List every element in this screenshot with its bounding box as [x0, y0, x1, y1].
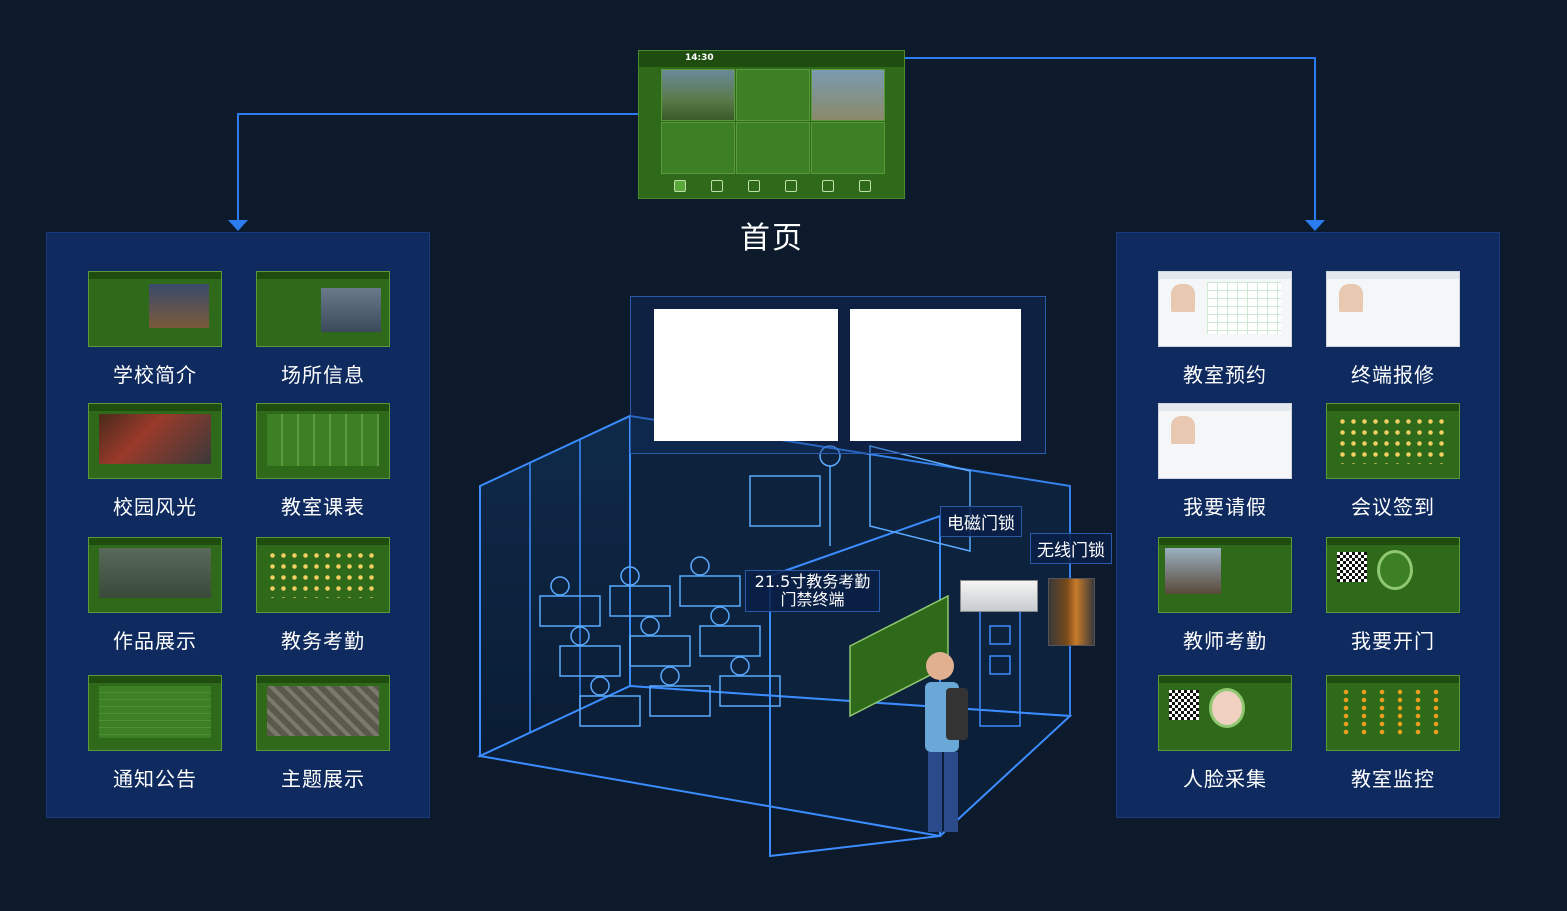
- feature-label: 校园风光: [113, 495, 197, 519]
- feature-label: 主题展示: [281, 767, 365, 791]
- thumb-open-door: [1326, 537, 1460, 613]
- feature-notice[interactable]: 通知公告: [85, 675, 225, 792]
- home-nav-bar: [661, 176, 883, 196]
- terminal-callout: 21.5寸教务考勤门禁终端: [745, 570, 880, 612]
- home-tiles: [661, 69, 885, 174]
- home-status-bar: 14:30: [639, 51, 904, 67]
- home-tile-attendance[interactable]: [811, 122, 885, 174]
- home-icon[interactable]: [673, 180, 686, 192]
- thumb-leave-request: [1158, 403, 1292, 479]
- thumb-meeting-checkin: [1326, 403, 1460, 479]
- thumb-room-monitor: [1326, 675, 1460, 751]
- home-tile-room[interactable]: [736, 69, 810, 121]
- feature-label: 学校简介: [113, 363, 197, 387]
- left-feature-panel: 学校简介 场所信息 校园风光 教室课表 作品展示 教务考勤 通知公告 主题展示: [46, 232, 430, 818]
- right-feature-panel: 教室预约 终端报修 我要请假 会议签到 教师考勤 我要开门 人脸采集 教室监控: [1116, 232, 1500, 818]
- pen-icon[interactable]: [710, 180, 723, 192]
- clock-icon[interactable]: [858, 180, 871, 192]
- feature-label: 场所信息: [281, 363, 365, 387]
- thumb-campus-view: [88, 403, 222, 479]
- electromagnetic-lock-callout: 电磁门锁: [940, 506, 1022, 537]
- classroom-illustration: [476, 414, 1073, 858]
- feature-academic-attendance[interactable]: 教务考勤: [253, 537, 393, 654]
- feature-label: 教室课表: [281, 495, 365, 519]
- thumb-school-intro: [88, 271, 222, 347]
- feature-label: 教室监控: [1351, 767, 1435, 791]
- feature-open-door[interactable]: 我要开门: [1323, 537, 1463, 654]
- thumb-works-display: [88, 537, 222, 613]
- feature-works-display[interactable]: 作品展示: [85, 537, 225, 654]
- feature-venue-info[interactable]: 场所信息: [253, 271, 393, 388]
- thumb-notice: [88, 675, 222, 751]
- home-tile-notice[interactable]: [661, 122, 735, 174]
- feature-label: 终端报修: [1351, 363, 1435, 387]
- feature-label: 作品展示: [113, 629, 197, 653]
- thumb-teacher-attendance: [1158, 537, 1292, 613]
- home-tile-photo[interactable]: [811, 69, 885, 121]
- feature-label: 教务考勤: [281, 629, 365, 653]
- home-tile-course[interactable]: [736, 122, 810, 174]
- feature-theme-display[interactable]: 主题展示: [253, 675, 393, 792]
- feature-label: 人脸采集: [1183, 767, 1267, 791]
- feature-school-intro[interactable]: 学校简介: [85, 271, 225, 388]
- thumb-room-booking: [1158, 271, 1292, 347]
- network-topology-diagram: [654, 309, 838, 441]
- feature-meeting-checkin[interactable]: 会议签到: [1323, 403, 1463, 520]
- feature-terminal-repair[interactable]: 终端报修: [1323, 271, 1463, 388]
- electromagnetic-lock-image: [960, 580, 1038, 612]
- feature-leave-request[interactable]: 我要请假: [1155, 403, 1295, 520]
- home-clock: 14:30: [685, 53, 714, 63]
- feature-label: 教师考勤: [1183, 629, 1267, 653]
- home-tile-school[interactable]: [661, 69, 735, 121]
- star-icon[interactable]: [747, 180, 760, 192]
- thumb-academic-attendance: [256, 537, 390, 613]
- wireless-lock-callout: 无线门锁: [1030, 533, 1112, 564]
- feature-teacher-attendance[interactable]: 教师考勤: [1155, 537, 1295, 654]
- door-wiring-diagram: [850, 309, 1021, 441]
- feature-label: 通知公告: [113, 767, 197, 791]
- feature-label: 会议签到: [1351, 495, 1435, 519]
- grid-icon[interactable]: [821, 180, 834, 192]
- thumb-venue-info: [256, 271, 390, 347]
- feature-label: 我要开门: [1351, 629, 1435, 653]
- thumb-terminal-repair: [1326, 271, 1460, 347]
- home-screen-preview[interactable]: 14:30: [638, 50, 905, 199]
- home-title: 首页: [740, 221, 804, 256]
- feature-room-monitor[interactable]: 教室监控: [1323, 675, 1463, 792]
- feature-label: 教室预约: [1183, 363, 1267, 387]
- feature-class-schedule[interactable]: 教室课表: [253, 403, 393, 520]
- cloud-icon[interactable]: [784, 180, 797, 192]
- feature-room-booking[interactable]: 教室预约: [1155, 271, 1295, 388]
- feature-label: 我要请假: [1183, 495, 1267, 519]
- thumb-theme-display: [256, 675, 390, 751]
- thumb-class-schedule: [256, 403, 390, 479]
- feature-face-capture[interactable]: 人脸采集: [1155, 675, 1295, 792]
- thumb-face-capture: [1158, 675, 1292, 751]
- feature-campus-view[interactable]: 校园风光: [85, 403, 225, 520]
- wireless-lock-image: [1048, 578, 1095, 646]
